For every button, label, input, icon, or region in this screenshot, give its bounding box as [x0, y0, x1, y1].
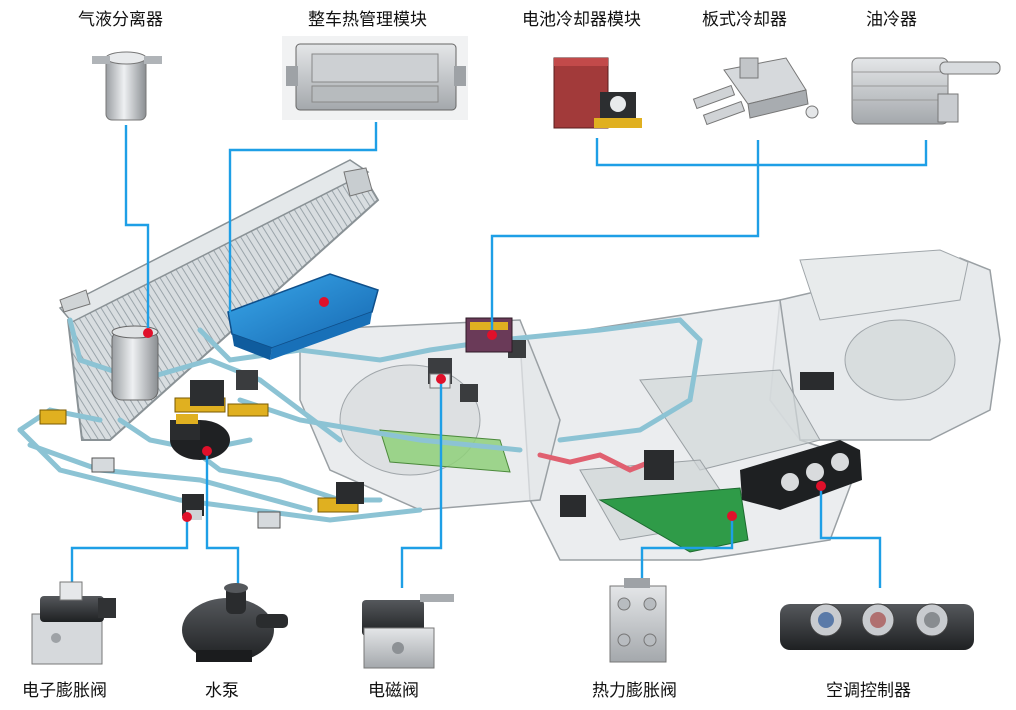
thermal-module-image [282, 36, 468, 120]
ac-controller-assembly [740, 440, 862, 510]
red-pipe-segment [537, 452, 653, 473]
leader-thermal-expansion-valve [640, 516, 734, 588]
label-ac-controller: 空调控制器 [826, 681, 911, 701]
label-electronic-expansion-valve: 电子膨胀阀 [22, 681, 107, 701]
thermal-expansion-valve-image [609, 578, 667, 663]
label-water-pump: 水泵 [205, 681, 239, 701]
label-battery-chiller-module: 电池冷却器模块 [522, 10, 641, 30]
dot-thermal-module [319, 297, 329, 307]
leader-electronic-expansion-valve [70, 517, 189, 588]
oil-cooler-image [851, 57, 1001, 125]
leader-plate-cooler-drop [490, 140, 760, 332]
plate-cooler-image [692, 57, 819, 126]
ac-controller-image [780, 603, 974, 650]
leader-solenoid-valve [400, 379, 443, 588]
dot-solenoid-valve [436, 374, 446, 384]
dot-ac-controller [816, 481, 826, 491]
label-gas-liquid-separator: 气液分离器 [78, 10, 163, 30]
dot-water-pump [202, 446, 212, 456]
label-plate-cooler: 板式冷却器 [702, 10, 787, 30]
leader-water-pump [205, 451, 240, 588]
callout-dots [143, 297, 826, 522]
leader-gas-liquid-separator [124, 125, 150, 328]
leader-ac-controller [819, 486, 882, 588]
label-thermal-expansion-valve: 热力膨胀阀 [592, 681, 677, 701]
leader-thermal-module [228, 122, 378, 312]
dot-gas-liquid-separator [143, 328, 153, 338]
dot-thermal-expansion-valve [727, 511, 737, 521]
small-components [39, 340, 834, 529]
label-solenoid-valve: 电磁阀 [368, 681, 419, 701]
water-pump-assembly [170, 414, 230, 460]
ev-valve-assembly [182, 494, 204, 520]
leader-lines [70, 122, 928, 588]
label-oil-cooler: 油冷器 [866, 10, 917, 30]
dot-electronic-expansion-valve [182, 512, 192, 522]
label-thermal-module: 整车热管理模块 [308, 10, 427, 30]
battery-chiller-module-image [553, 57, 642, 129]
dot-battery-chiller [487, 330, 497, 340]
thermal-module-assembly [227, 273, 379, 360]
gas-liquid-separator-image [92, 51, 162, 121]
leader-chillers [595, 138, 928, 167]
solenoid-valve-image [362, 594, 454, 669]
water-pump-image [182, 583, 288, 662]
electronic-expansion-valve-image [31, 581, 116, 665]
gas-liquid-separator-assembly [111, 325, 159, 401]
